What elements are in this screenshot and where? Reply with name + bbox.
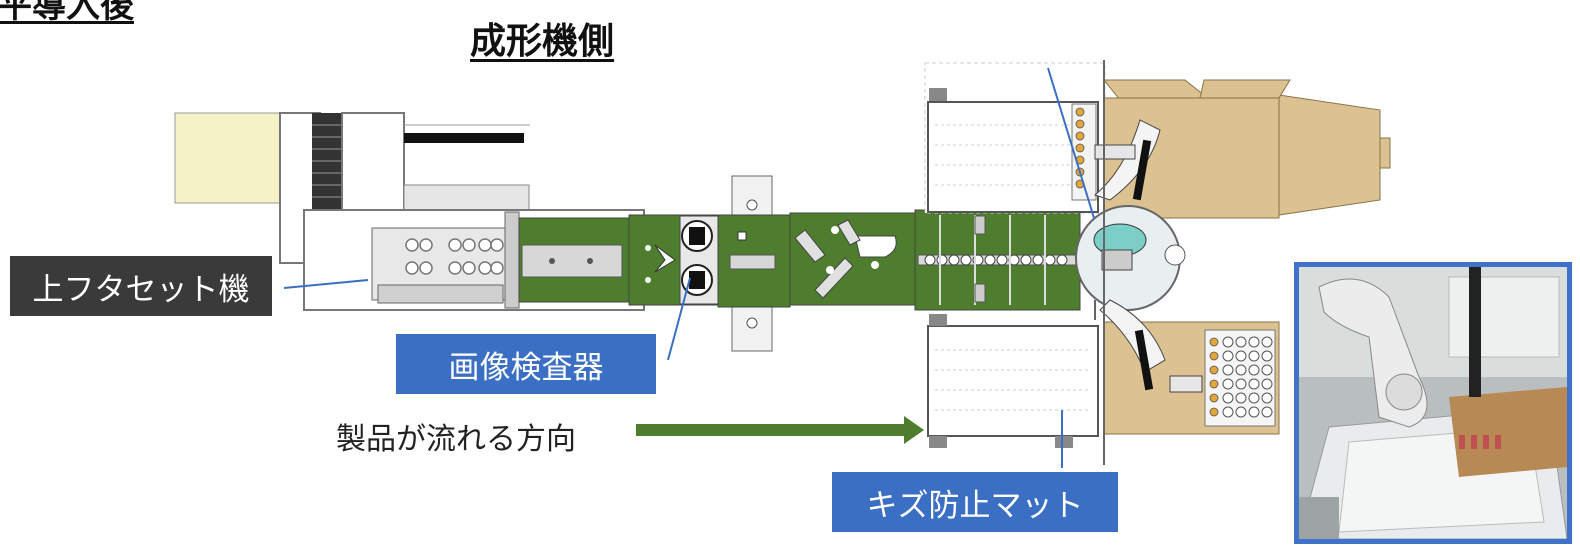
lid-setter-label: 上フタセット機 [10, 256, 272, 316]
leader-lines [283, 67, 1095, 468]
scratch-mat-label-text: キズ防止マット [866, 487, 1084, 524]
page-title: 成形機側 [470, 21, 615, 62]
header-partial: 平導入後 [0, 0, 134, 26]
conveyor-section-2 [789, 212, 916, 306]
conveyor-section-3 [914, 209, 1081, 311]
image-inspector-label: 画像検査器 [396, 334, 656, 394]
image-inspector-label-text: 画像検査器 [448, 349, 604, 386]
flow-arrow [636, 416, 924, 444]
robot-arm [1075, 119, 1203, 393]
cardboard-box-upper [1102, 79, 1391, 219]
flow-direction-text: 製品が流れる方向 [336, 422, 576, 457]
scratch-mat-upper [924, 62, 1106, 214]
robot-photo [1294, 262, 1572, 544]
pusher-station [717, 175, 791, 352]
robot-photo-illustration [1299, 267, 1567, 539]
lid-setter-label-text: 上フタセット機 [32, 271, 250, 308]
frame-lines [1094, 60, 1105, 465]
scratch-mat-label: キズ防止マット [832, 472, 1118, 532]
scratch-mat-lower [927, 314, 1099, 448]
